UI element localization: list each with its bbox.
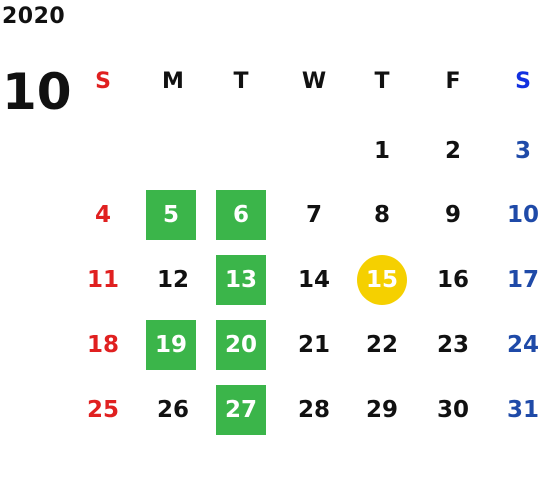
day-cell-today[interactable]: 15 <box>357 255 407 305</box>
day-cell-highlighted[interactable]: 19 <box>146 320 196 370</box>
day-cell[interactable]: 16 <box>436 267 469 293</box>
day-cell[interactable]: 23 <box>436 332 469 358</box>
day-cell[interactable]: 8 <box>373 202 390 228</box>
day-cell[interactable]: 11 <box>86 267 119 293</box>
day-cell[interactable]: 22 <box>365 332 398 358</box>
day-cell-highlighted[interactable]: 6 <box>216 190 266 240</box>
day-cell[interactable]: 29 <box>365 397 398 423</box>
day-cell[interactable]: 10 <box>506 202 539 228</box>
day-cell[interactable]: 12 <box>156 267 189 293</box>
day-cell[interactable]: 30 <box>436 397 469 423</box>
weekday-thu: T <box>374 68 390 94</box>
day-cell[interactable]: 14 <box>297 267 330 293</box>
day-cell[interactable]: 2 <box>444 138 461 164</box>
day-cell-highlighted[interactable]: 20 <box>216 320 266 370</box>
weekday-sun: S <box>95 68 111 94</box>
day-cell[interactable]: 4 <box>94 202 111 228</box>
day-cell[interactable]: 9 <box>444 202 461 228</box>
day-cell[interactable]: 7 <box>305 202 322 228</box>
calendar-year: 2020 <box>2 4 66 29</box>
calendar-month: 10 <box>2 63 72 121</box>
day-cell[interactable]: 1 <box>373 138 390 164</box>
day-cell-highlighted[interactable]: 13 <box>216 255 266 305</box>
day-cell[interactable]: 17 <box>506 267 539 293</box>
weekday-mon: M <box>162 68 184 94</box>
day-cell[interactable]: 3 <box>514 138 531 164</box>
day-cell[interactable]: 18 <box>86 332 119 358</box>
weekday-sat: S <box>515 68 531 94</box>
day-cell[interactable]: 24 <box>506 332 539 358</box>
weekday-tue: T <box>233 68 249 94</box>
weekday-fri: F <box>445 68 461 94</box>
day-cell[interactable]: 21 <box>297 332 330 358</box>
day-cell[interactable]: 26 <box>156 397 189 423</box>
day-cell[interactable]: 28 <box>297 397 330 423</box>
day-cell-highlighted[interactable]: 27 <box>216 385 266 435</box>
day-cell[interactable]: 31 <box>506 397 539 423</box>
weekday-wed: W <box>301 68 327 94</box>
day-cell-highlighted[interactable]: 5 <box>146 190 196 240</box>
day-cell[interactable]: 25 <box>86 397 119 423</box>
